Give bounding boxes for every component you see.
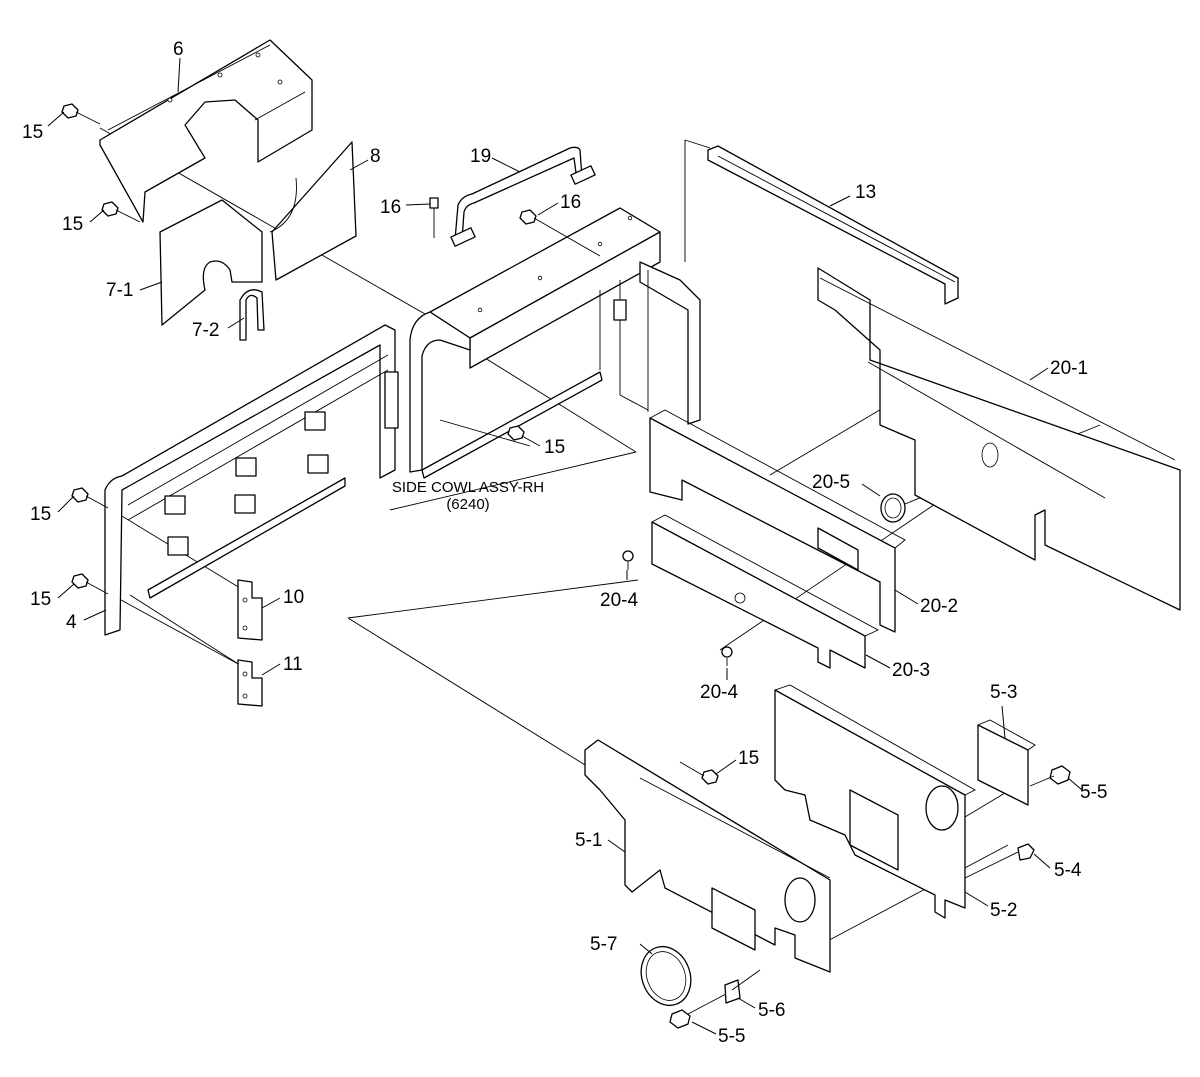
label-part-20-4: 20-4	[600, 590, 638, 611]
part-6-upper-cover	[99, 39, 313, 223]
label-part-5-6: 5-6	[758, 1000, 785, 1021]
label-part-15: 15	[30, 504, 51, 525]
part-11-bracket	[237, 659, 263, 707]
bolt-icon	[101, 201, 141, 223]
label-part-20-2: 20-2	[920, 596, 958, 617]
bolt-icon	[519, 209, 601, 257]
bolt-icon	[71, 573, 109, 595]
part-8-plate	[269, 141, 357, 281]
label-part-20-3: 20-3	[892, 660, 930, 681]
part-13-rail	[707, 145, 959, 305]
caption-code: (6240)	[446, 496, 489, 513]
label-part-4: 4	[66, 612, 77, 633]
label-part-7-2: 7-2	[192, 320, 219, 341]
part-7-1-slotted-plate	[159, 199, 263, 326]
label-part-15: 15	[62, 214, 83, 235]
label-part-16: 16	[380, 197, 401, 218]
label-part-8: 8	[370, 146, 381, 167]
bolt-icon	[429, 197, 439, 238]
label-part-5-5: 5-5	[718, 1026, 745, 1047]
label-part-19: 19	[470, 146, 491, 167]
label-part-5-2: 5-2	[990, 900, 1017, 921]
label-part-15: 15	[544, 437, 565, 458]
part-5-2-lower-panel	[774, 684, 976, 919]
label-part-16: 16	[560, 192, 581, 213]
label-leaders	[47, 57, 1083, 1035]
part-19-handle	[450, 146, 596, 247]
label-part-15: 15	[30, 589, 51, 610]
part-20-4-knob-b	[721, 646, 733, 666]
caption-title: SIDE COWL ASSY-RH	[392, 479, 544, 496]
label-part-5-5: 5-5	[1080, 782, 1107, 803]
label-part-5-1: 5-1	[575, 830, 602, 851]
bolt-icon	[1029, 765, 1071, 787]
label-part-13: 13	[855, 182, 876, 203]
label-part-5-7: 5-7	[590, 934, 617, 955]
label-part-6: 6	[173, 39, 184, 60]
label-part-15: 15	[738, 748, 759, 769]
side-cowl-frame	[409, 207, 701, 479]
part-5-1-lower-panel	[584, 739, 831, 973]
bolt-icon	[507, 425, 525, 441]
part-20-3-board	[651, 514, 880, 669]
part-5-3-plate	[977, 719, 1036, 806]
label-part-20-1: 20-1	[1050, 358, 1088, 379]
part-20-1-panel	[817, 267, 1181, 611]
label-part-20-4: 20-4	[700, 682, 738, 703]
part-20-5-grommet	[880, 493, 906, 523]
part-4-side-panel	[104, 324, 399, 636]
grommet-icon	[964, 843, 1035, 879]
bolt-icon	[71, 487, 109, 509]
label-part-5-4: 5-4	[1054, 860, 1082, 881]
part-5-6-clip	[724, 969, 761, 1004]
part-5-7-seal-ring	[640, 945, 692, 1007]
bolt-icon	[669, 993, 727, 1029]
bolt-icon	[61, 103, 101, 125]
bolt-icon	[679, 761, 719, 785]
label-part-20-5: 20-5	[812, 472, 850, 493]
part-7-2-u-clip	[239, 289, 265, 341]
label-part-7-1: 7-1	[106, 280, 133, 301]
label-part-5-3: 5-3	[990, 682, 1017, 703]
part-20-4-knob-a	[622, 550, 634, 570]
part-10-bracket	[237, 579, 263, 641]
label-part-10: 10	[283, 587, 304, 608]
label-part-15: 15	[22, 122, 43, 143]
label-part-11: 11	[283, 654, 303, 675]
part-20-2-panel	[649, 409, 906, 633]
